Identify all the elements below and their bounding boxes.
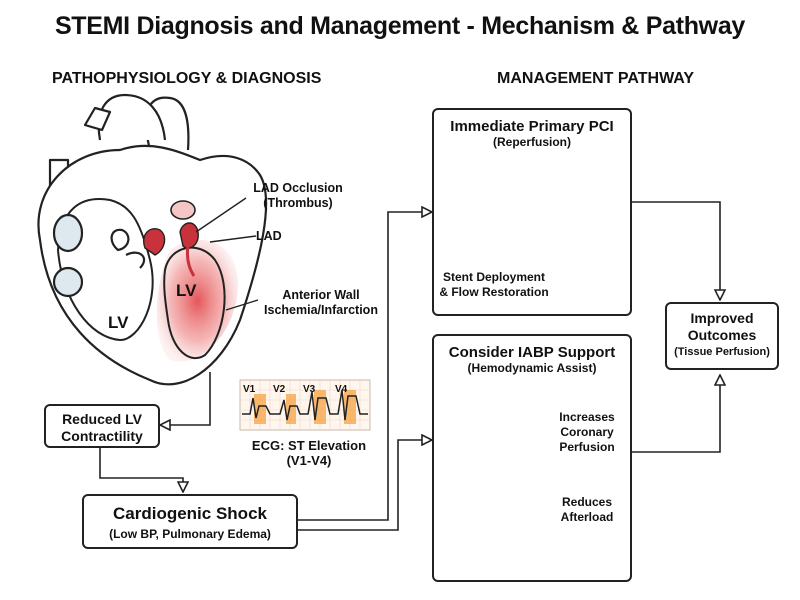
iabp-label-coronary-line1: Increases bbox=[559, 410, 615, 424]
ecg-caption-line1: ECG: ST Elevation bbox=[251, 438, 367, 453]
ecg-caption: ECG: ST Elevation (V1-V4) bbox=[244, 438, 374, 468]
cardiogenic-shock-title: Cardiogenic Shock bbox=[113, 504, 267, 523]
improved-outcomes-box: Improved Outcomes (Tissue Perfusion) bbox=[665, 302, 779, 370]
label-anterior-wall-line1: Anterior Wall bbox=[282, 288, 360, 302]
page-title: STEMI Diagnosis and Management - Mechani… bbox=[54, 12, 746, 40]
flow-connectors bbox=[99, 201, 720, 531]
label-lad-occlusion-line1: LAD Occlusion bbox=[253, 181, 343, 195]
ecg-lead-label-v2: V2 bbox=[273, 384, 286, 395]
label-anterior-wall: Anterior Wall Ischemia/Infarction bbox=[256, 288, 386, 318]
iabp-title: Consider IABP Support bbox=[448, 344, 616, 361]
iabp-label-coronary-line3: Perfusion bbox=[559, 440, 615, 454]
heart-leader-lines bbox=[195, 197, 259, 311]
pci-subtitle: (Reperfusion) bbox=[493, 135, 571, 149]
iabp-label-afterload-line1: Reduces bbox=[561, 495, 613, 509]
ecg-lead-label-v4: V4 bbox=[335, 384, 348, 395]
reduced-lv-box: Reduced LV Contractility bbox=[44, 404, 160, 448]
label-lv-upper: LV bbox=[176, 281, 197, 300]
reduced-lv-line1: Reduced LV bbox=[62, 411, 142, 427]
label-lv-lower: LV bbox=[108, 313, 129, 332]
iabp-subtitle: (Hemodynamic Assist) bbox=[467, 361, 597, 375]
heart-illustration bbox=[37, 93, 268, 386]
iabp-label-coronary: Increases Coronary Perfusion bbox=[548, 410, 626, 455]
outcome-line1: Improved bbox=[690, 310, 754, 326]
section-heading-pathophysiology: PATHOPHYSIOLOGY & DIAGNOSIS bbox=[52, 70, 322, 87]
label-thrombus-line: (Thrombus) bbox=[263, 196, 333, 210]
cardiogenic-shock-box: Cardiogenic Shock (Low BP, Pulmonary Ede… bbox=[82, 494, 298, 549]
cardiogenic-shock-subtitle: (Low BP, Pulmonary Edema) bbox=[109, 527, 271, 541]
outcome-subtitle: (Tissue Perfusion) bbox=[674, 346, 770, 358]
ecg-lead-label-v3: V3 bbox=[303, 384, 316, 395]
pci-title: Immediate Primary PCI bbox=[450, 118, 614, 135]
pci-box: Immediate Primary PCI (Reperfusion) bbox=[432, 108, 632, 316]
iabp-label-coronary-line2: Coronary bbox=[560, 425, 614, 439]
iabp-box: Consider IABP Support (Hemodynamic Assis… bbox=[432, 334, 632, 582]
ecg-lead-label-v1: V1 bbox=[243, 384, 256, 395]
ecg-strip bbox=[239, 379, 371, 431]
label-lad: LAD bbox=[256, 229, 282, 243]
iabp-label-afterload-line2: Afterload bbox=[560, 510, 614, 524]
iabp-label-afterload: Reduces Afterload bbox=[548, 495, 626, 525]
ecg-caption-line2: (V1-V4) bbox=[286, 453, 332, 468]
outcome-line2: Outcomes bbox=[687, 327, 757, 343]
reduced-lv-line2: Contractility bbox=[61, 428, 143, 444]
pci-caption: Stent Deployment & Flow Restoration bbox=[436, 270, 552, 300]
label-lad-occlusion: LAD Occlusion (Thrombus) bbox=[248, 181, 348, 211]
pci-caption-line2: & Flow Restoration bbox=[439, 285, 549, 299]
section-heading-management: MANAGEMENT PATHWAY bbox=[497, 70, 695, 87]
label-anterior-wall-line2: Ischemia/Infarction bbox=[264, 303, 378, 317]
pci-caption-line1: Stent Deployment bbox=[442, 270, 545, 284]
